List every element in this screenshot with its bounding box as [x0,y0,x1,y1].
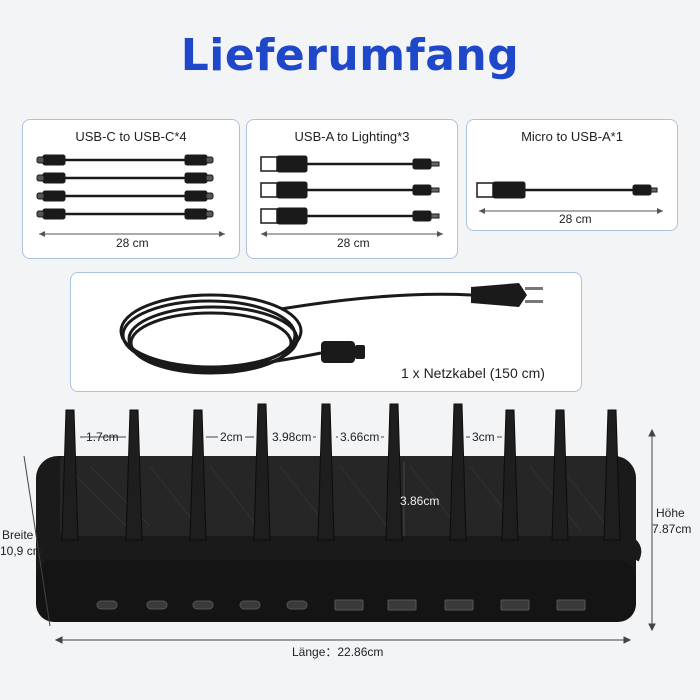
lightning-cables-illustration [260,155,443,237]
cable-label-micro: Micro to USB-A*1 [521,129,623,144]
dimension-length: Länge：22.86cm [292,645,384,659]
cable-label-usbc: USB-C to USB-C*4 [75,129,187,144]
dimension-width-label: Breite [2,528,34,542]
cable-length-usbc: 28 cm [112,236,153,250]
cable-length-micro: 28 cm [555,212,596,226]
dimension-height-label: Höhe [656,506,685,520]
power-cable-illustration [119,283,543,375]
power-cable-box: 1 x Netzkabel (150 cm) [70,272,582,392]
micro-cable-illustration [476,181,663,214]
cable-box-usbc: USB-C to USB-C*4 [22,119,240,259]
dimension-gap-4: 3.66cm [338,430,382,444]
usbc-cables-illustration [36,154,225,237]
power-cable-label: 1 x Netzkabel (150 cm) [401,365,545,381]
dimension-gap-5: 3cm [470,430,497,444]
cable-box-micro: Micro to USB-A*1 28 cm [466,119,678,231]
dimension-gap-2: 2cm [218,430,245,444]
cable-label-lightning: USB-A to Lighting*3 [294,129,410,144]
dimension-gap-1: 1.7cm [86,430,119,444]
cable-box-lightning: USB-A to Lighting*3 [246,119,458,259]
dimension-height-value: 7.87cm [652,522,692,536]
dimension-depth: 3.86cm [400,494,440,508]
cable-length-lightning: 28 cm [333,236,374,250]
page-title: Lieferumfang [180,30,520,81]
dimension-width-value: 10,9 cm [0,544,43,558]
dimension-gap-3: 3.98cm [270,430,314,444]
